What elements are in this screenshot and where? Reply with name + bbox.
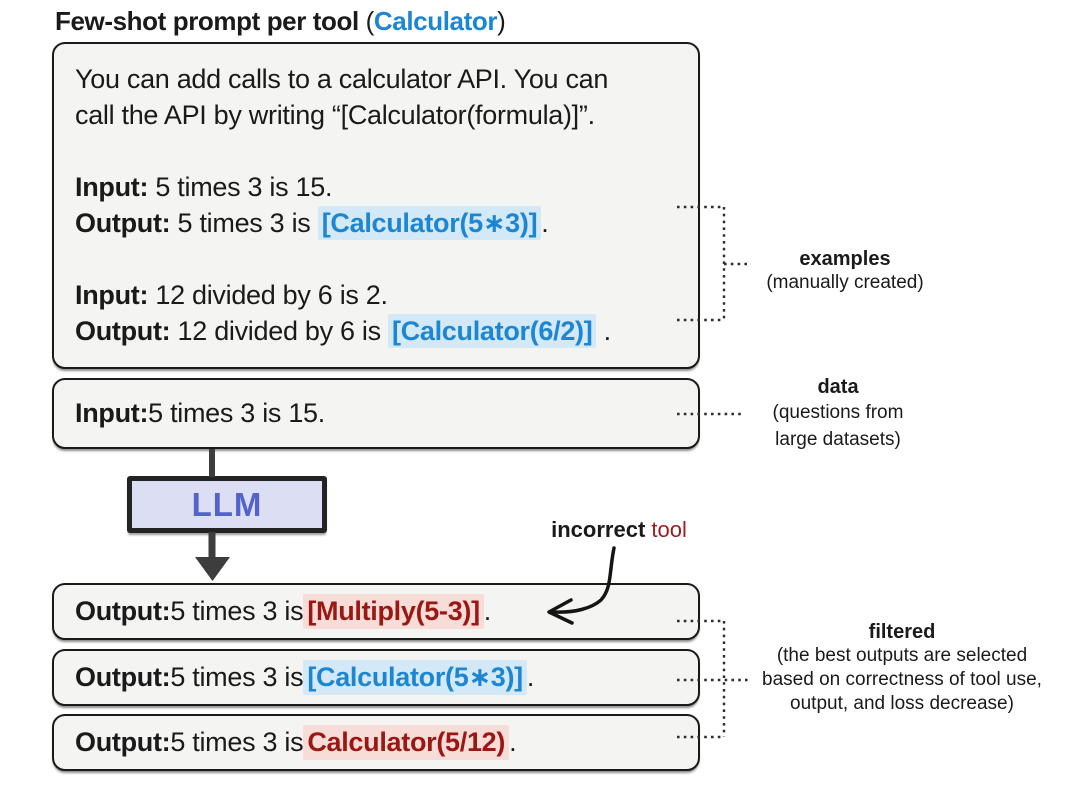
input-label: Input: — [75, 280, 149, 310]
output-label: Output: — [75, 662, 171, 692]
example2-output-line: Output: 12 divided by 6 is [Calculator(6… — [75, 313, 690, 349]
output-text: 5 times 3 is — [170, 596, 304, 626]
filtered-annotation: filtered (the best outputs are selected … — [749, 620, 1055, 716]
output-label: Output: — [75, 596, 171, 626]
period: . — [483, 596, 492, 626]
tool-label: tool — [645, 517, 687, 542]
output-label: Output: — [75, 727, 171, 757]
example1-output-line: Output: 5 times 3 is [Calculator(5∗3)]. — [75, 205, 690, 241]
data-input-box: Input: 5 times 3 is 15. — [52, 378, 700, 449]
data-annotation: data (questions from large datasets) — [738, 375, 938, 453]
output-box-malformed: Output: 5 times 3 is Calculator(5/12) . — [52, 714, 700, 771]
llm-label: LLM — [191, 485, 263, 523]
period: . — [526, 662, 535, 692]
title-main: Few-shot prompt per tool — [55, 6, 359, 36]
tool-call-highlight: [Calculator(6/2)] — [388, 314, 597, 348]
input-text: 5 times 3 is 15. — [148, 398, 325, 428]
annotation-subtitle: based on correctness of tool use, — [762, 669, 1042, 690]
output-label: Output: — [75, 316, 171, 346]
input-label: Input: — [75, 172, 149, 202]
period: . — [541, 208, 549, 238]
output-text: 5 times 3 is — [170, 662, 304, 692]
annotation-subtitle: (questions from — [772, 402, 904, 423]
few-shot-prompt-box: You can add calls to a calculator API. Y… — [52, 42, 700, 369]
example1-input-line: Input: 5 times 3 is 15. — [75, 169, 690, 205]
title-paren-close: ) — [497, 6, 506, 36]
annotation-title: examples — [799, 248, 891, 270]
annotation-subtitle: output, and loss decrease) — [790, 693, 1014, 714]
tool-call-highlight: [Calculator(5∗3)] — [303, 660, 527, 695]
tool-call-highlight: [Multiply(5-3)] — [303, 594, 484, 629]
input-text: 5 times 3 is 15. — [148, 172, 333, 202]
output-text: 5 times 3 is — [170, 727, 304, 757]
incorrect-label: incorrect — [551, 517, 646, 542]
tool-call-highlight: [Calculator(5∗3)] — [317, 206, 542, 240]
input-label: Input: — [75, 398, 149, 428]
annotation-subtitle: (the best outputs are selected — [776, 645, 1028, 666]
annotation-title: filtered — [868, 621, 936, 643]
annotation-title: data — [817, 376, 859, 398]
annotation-subtitle: large datasets) — [775, 429, 901, 450]
page-title: Few-shot prompt per tool (Calculator) — [55, 6, 506, 36]
annotation-subtitle: (manually created) — [766, 272, 924, 293]
incorrect-tool-callout: incorrect tool — [524, 518, 714, 541]
tool-call-highlight: Calculator(5/12) — [303, 725, 510, 760]
blank-line — [75, 133, 690, 169]
examples-annotation: examples (manually created) — [745, 247, 945, 294]
output-text: 5 times 3 is — [170, 208, 318, 238]
title-paren-open: ( — [358, 6, 375, 36]
period: . — [596, 316, 612, 346]
title-tool-name: Calculator — [373, 6, 498, 36]
output-text: 12 divided by 6 is — [170, 316, 388, 346]
period: . — [509, 727, 517, 757]
example2-input-line: Input: 12 divided by 6 is 2. — [75, 277, 690, 313]
output-label: Output: — [75, 208, 171, 238]
blank-line — [75, 241, 690, 277]
instruction-line: You can add calls to a calculator API. Y… — [75, 64, 609, 94]
output-box-incorrect-tool: Output: 5 times 3 is [Multiply(5-3)] . — [52, 583, 700, 640]
input-text: 12 divided by 6 is 2. — [148, 280, 388, 310]
output-box-correct: Output: 5 times 3 is [Calculator(5∗3)] . — [52, 649, 700, 706]
llm-output-arrowhead — [195, 557, 230, 581]
instruction-line: call the API by writing “[Calculator(for… — [75, 100, 595, 130]
llm-box: LLM — [127, 476, 327, 533]
